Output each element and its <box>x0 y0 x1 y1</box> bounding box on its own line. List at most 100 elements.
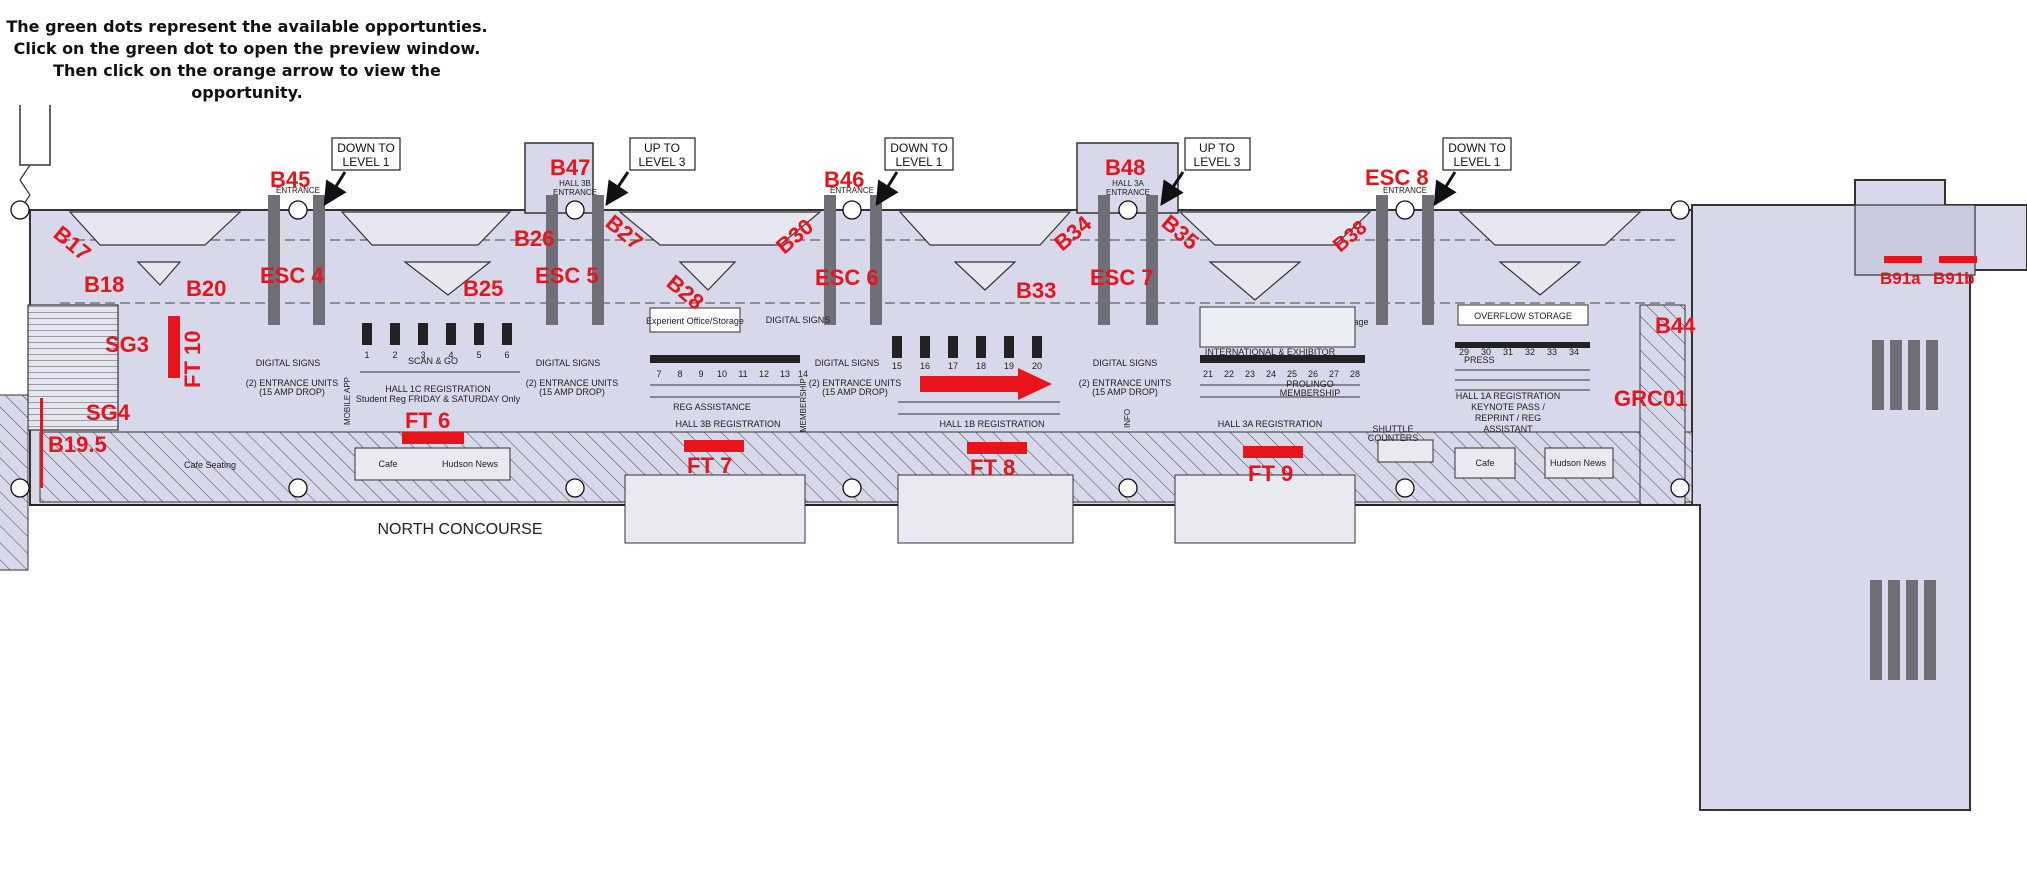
scan-go-arrow <box>920 368 1052 400</box>
label-b19-5[interactable]: B19.5 <box>48 432 107 457</box>
hall-3b-label: HALL 3B <box>559 179 591 188</box>
entrance-units-4b: (15 AMP DROP) <box>1092 387 1158 397</box>
svg-text:6: 6 <box>504 350 509 360</box>
label-b91b[interactable]: B91b <box>1933 269 1975 288</box>
ft8-bar <box>967 442 1027 454</box>
label-b18[interactable]: B18 <box>84 272 124 297</box>
label-ft-10[interactable]: FT 10 <box>180 331 205 388</box>
svg-text:15: 15 <box>892 361 902 371</box>
structural-columns <box>10 200 1690 498</box>
label-b46[interactable]: B46 <box>824 167 864 192</box>
ft7-bar <box>684 440 744 452</box>
svg-text:14: 14 <box>798 369 808 379</box>
svg-text:DOWN TO: DOWN TO <box>337 141 395 155</box>
overflow-storage: OVERFLOW STORAGE <box>1474 311 1572 321</box>
shuttle-label: SHUTTLE <box>1372 424 1413 434</box>
label-b25[interactable]: B25 <box>463 276 503 301</box>
label-b91a[interactable]: B91a <box>1880 269 1921 288</box>
svg-text:23: 23 <box>1245 369 1255 379</box>
escalator-esc-7 <box>1098 195 1158 325</box>
membership-label: MEMBERSHIP <box>1280 388 1341 398</box>
label-grc01[interactable]: GRC01 <box>1614 386 1687 411</box>
svg-text:LEVEL 3: LEVEL 3 <box>639 155 686 169</box>
svg-text:4: 4 <box>448 350 453 360</box>
entrance-units-2b: (15 AMP DROP) <box>539 387 605 397</box>
digital-signs-1: DIGITAL SIGNS <box>256 358 321 368</box>
hall-3a-registration: HALL 3A REGISTRATION <box>1218 419 1323 429</box>
svg-text:29: 29 <box>1459 347 1469 357</box>
hall-3b-registration: HALL 3B REGISTRATION <box>675 419 780 429</box>
b91b-bar <box>1939 256 1977 263</box>
label-sg3[interactable]: SG3 <box>105 332 149 357</box>
cafe-label-2: Cafe <box>1475 458 1494 468</box>
entrance-units-3b: (15 AMP DROP) <box>822 387 888 397</box>
label-esc-8[interactable]: ESC 8 <box>1365 165 1429 190</box>
area-labels: ENTRANCE HALL 3B ENTRANCE ENTRANCE HALL … <box>276 179 1427 197</box>
svg-text:8: 8 <box>677 369 682 379</box>
hall-1c-registration: HALL 1C REGISTRATION <box>385 384 491 394</box>
callout-up-to-level-3-b: UP TO LEVEL 3 <box>1160 137 1251 206</box>
label-ft-9[interactable]: FT 9 <box>1248 461 1293 486</box>
svg-text:31: 31 <box>1503 347 1513 357</box>
assistant: ASSISTANT <box>1483 424 1533 434</box>
scan-and-go-1: SCAN & GO <box>408 356 458 366</box>
escalator-esc-5 <box>546 195 604 325</box>
label-b47[interactable]: B47 <box>550 155 590 180</box>
label-esc-6[interactable]: ESC 6 <box>815 265 879 290</box>
info-label: INFO <box>1123 409 1132 428</box>
ft10-bar <box>168 316 180 378</box>
svg-text:10: 10 <box>717 369 727 379</box>
svg-text:12: 12 <box>759 369 769 379</box>
label-ft-7[interactable]: FT 7 <box>687 453 732 478</box>
svg-text:24: 24 <box>1266 369 1276 379</box>
reprint-reg: REPRINT / REG <box>1475 413 1541 423</box>
hall-3a-entrance-label: ENTRANCE <box>1106 188 1150 197</box>
queue-lines <box>360 369 1590 415</box>
svg-text:3: 3 <box>420 350 425 360</box>
restroom-blocks <box>68 211 1642 301</box>
entrance-units-1b: (15 AMP DROP) <box>259 387 325 397</box>
counters-label: COUNTERS <box>1368 433 1419 443</box>
svg-text:17: 17 <box>948 361 958 371</box>
label-ft-8[interactable]: FT 8 <box>970 455 1015 480</box>
hall-1a-registration: HALL 1A REGISTRATION <box>1456 391 1561 401</box>
callout-down-to-level-1-a: DOWN TO LEVEL 1 <box>323 137 401 207</box>
label-esc-7[interactable]: ESC 7 <box>1090 265 1154 290</box>
svg-text:22: 22 <box>1224 369 1234 379</box>
international-exhibitor: INTERNATIONAL & EXHIBITOR <box>1205 347 1336 357</box>
press-label: PRESS <box>1464 355 1495 365</box>
vertical-labels: MOBILE APP MEMBERSHIP INFO <box>343 377 1132 432</box>
svg-text:27: 27 <box>1329 369 1339 379</box>
svg-text:9: 9 <box>698 369 703 379</box>
entrance-units-3: (2) ENTRANCE UNITS <box>809 378 902 388</box>
svg-text:LEVEL 1: LEVEL 1 <box>1454 155 1501 169</box>
label-esc-4[interactable]: ESC 4 <box>260 263 324 288</box>
label-b48[interactable]: B48 <box>1105 155 1145 180</box>
seating-grids <box>354 439 1614 544</box>
svg-text:13: 13 <box>780 369 790 379</box>
svg-text:19: 19 <box>1004 361 1014 371</box>
label-b44[interactable]: B44 <box>1655 313 1696 338</box>
svg-text:26: 26 <box>1308 369 1318 379</box>
digital-signs-5: DIGITAL SIGNS <box>766 315 831 325</box>
north-wall-band <box>39 431 1693 503</box>
entrance-units-2: (2) ENTRANCE UNITS <box>526 378 619 388</box>
label-ft-6[interactable]: FT 6 <box>405 408 450 433</box>
label-b33[interactable]: B33 <box>1016 278 1056 303</box>
right-wing-floor <box>1691 179 2027 811</box>
registration-labels: DIGITAL SIGNS (2) ENTRANCE UNITS (15 AMP… <box>184 315 1607 470</box>
prolingo-label: PROLINGO <box>1286 379 1334 389</box>
instructions-panel: The green dots represent the available o… <box>0 16 494 104</box>
escalator-esc-8 <box>1376 195 1434 325</box>
label-b26[interactable]: B26 <box>514 226 554 251</box>
svg-text:UP TO: UP TO <box>644 141 680 155</box>
svg-text:LEVEL 3: LEVEL 3 <box>1194 155 1241 169</box>
label-b45[interactable]: B45 <box>270 167 310 192</box>
hall-3b-entrance-label: ENTRANCE <box>553 188 597 197</box>
keynote-pass: KEYNOTE PASS / <box>1471 402 1545 412</box>
label-esc-5[interactable]: ESC 5 <box>535 263 599 288</box>
label-b20[interactable]: B20 <box>186 276 226 301</box>
label-sg4[interactable]: SG4 <box>86 400 131 425</box>
